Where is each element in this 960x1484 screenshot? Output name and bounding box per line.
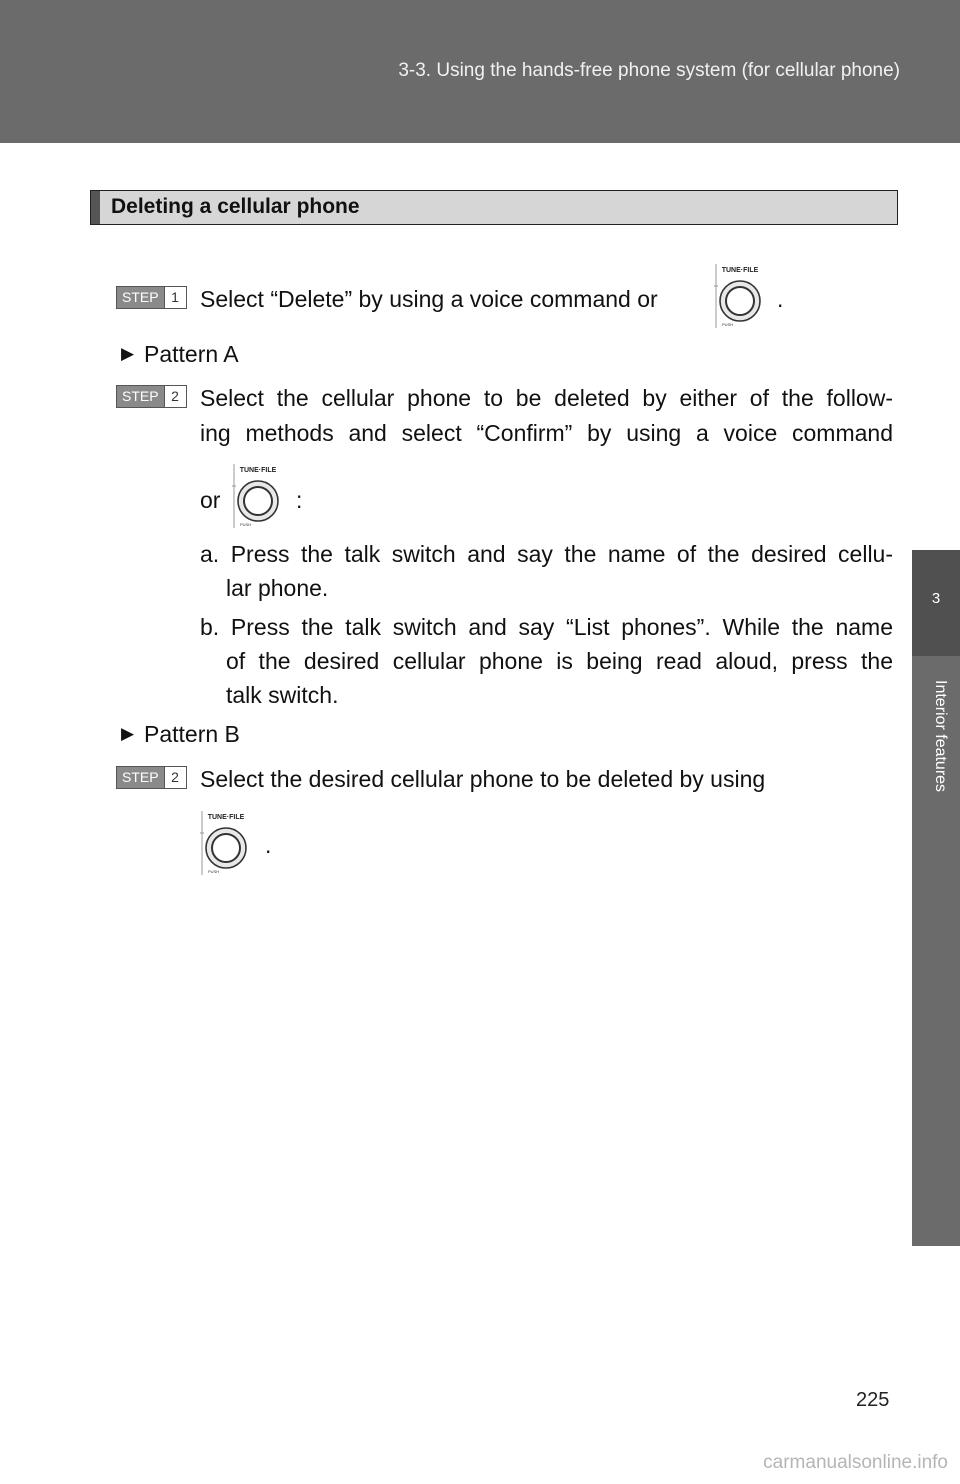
chapter-tab: 3 [912, 550, 960, 656]
item-b-line-2: of the desired cellular phone is being r… [226, 648, 893, 674]
step-2a-line-2: ing methods and select “Confirm” by usin… [200, 420, 893, 446]
svg-text:TUNE·FILE: TUNE·FILE [722, 267, 759, 274]
svg-text:PUSH: PUSH [722, 322, 733, 327]
step-2a-line-1: Select the cellular phone to be deleted … [200, 385, 893, 411]
heading-accent-bar [91, 191, 100, 224]
chapter-tab-strip [912, 656, 960, 1246]
section-heading-text: Deleting a cellular phone [111, 195, 360, 218]
item-b-line-3: talk switch. [226, 682, 339, 708]
svg-text:TUNE·FILE: TUNE·FILE [240, 467, 277, 474]
step-2b-period: . [265, 832, 272, 858]
chapter-number: 3 [931, 590, 941, 607]
item-b-line-1: b. Press the talk switch and say “List p… [200, 614, 893, 640]
step-1-text: Select “Delete” by using a voice command… [200, 286, 658, 312]
item-a-line-1: a. Press the talk switch and say the nam… [200, 541, 893, 567]
step-1-period: . [777, 286, 784, 312]
item-a-line-2: lar phone. [226, 575, 329, 601]
tune-file-knob-icon: TUNE·FILE PUSH [232, 464, 279, 528]
chapter-title: 3-3. Using the hands-free phone system (… [398, 60, 900, 81]
tune-file-knob-icon: TUNE·FILE PUSH [200, 811, 247, 875]
step-2b-badge: STEP 2 [116, 766, 187, 789]
step-2a-or: or [200, 487, 221, 513]
pattern-a-label: Pattern A [144, 341, 239, 367]
pattern-b-label: Pattern B [144, 721, 240, 747]
header-bar: 3-3. Using the hands-free phone system (… [0, 0, 960, 143]
svg-text:PUSH: PUSH [208, 869, 219, 874]
step-2a-colon: : [296, 487, 303, 513]
step-1-badge: STEP 1 [116, 286, 187, 309]
watermark: carmanualsonline.info [763, 1452, 948, 1473]
svg-text:PUSH: PUSH [240, 522, 251, 527]
step-2b-line-1: Select the desired cellular phone to be … [200, 766, 766, 792]
svg-text:TUNE·FILE: TUNE·FILE [208, 814, 245, 821]
page-number: 225 [856, 1389, 890, 1411]
section-heading: Deleting a cellular phone [90, 190, 898, 225]
step-2a-badge: STEP 2 [116, 385, 187, 408]
chapter-tab-label: Interior features [932, 680, 949, 793]
pattern-b-arrow-icon: ▶ [121, 724, 135, 743]
pattern-a-arrow-icon: ▶ [121, 344, 135, 363]
tune-file-knob-icon: TUNE·FILE PUSH [714, 264, 761, 328]
